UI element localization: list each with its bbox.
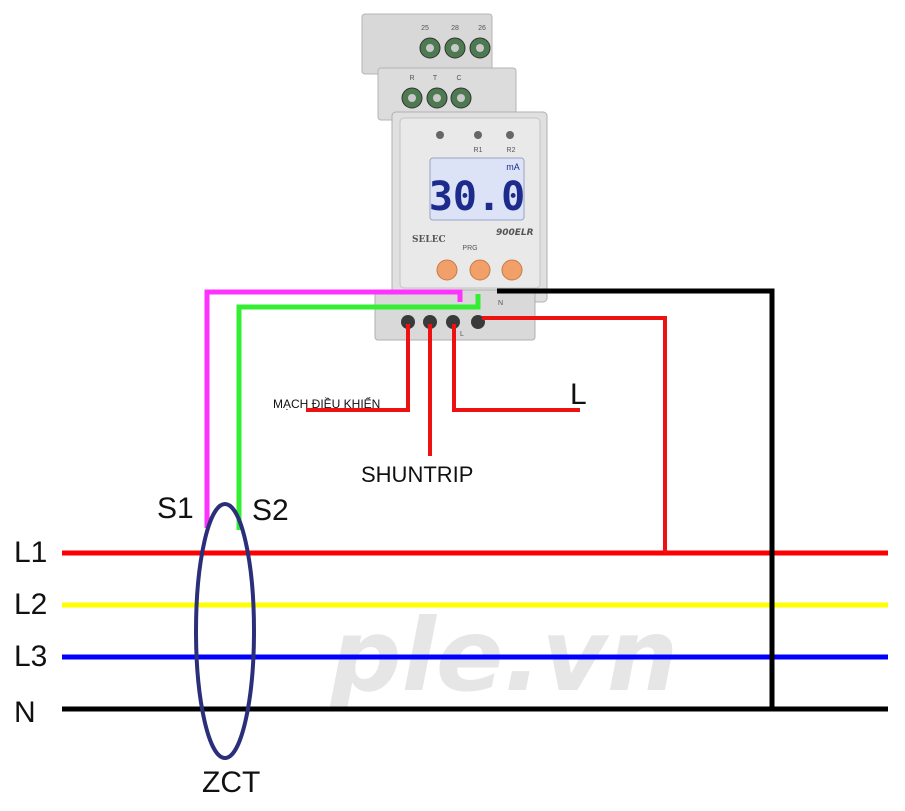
label-n: N xyxy=(14,696,36,729)
label-l3: L3 xyxy=(14,640,47,673)
wire-s2 xyxy=(236,294,481,530)
top-screw-terminals xyxy=(419,37,491,59)
wire-s1 xyxy=(204,289,463,528)
bottom-label-n: N xyxy=(498,300,503,307)
earth-leakage-relay: 25 28 26 R T C R1 R2 mA 30.0 SELEC xyxy=(361,13,548,341)
up-button[interactable] xyxy=(501,259,523,281)
wire-l-output xyxy=(452,324,580,412)
led-indicator-r2 xyxy=(506,131,514,139)
display-unit: mA xyxy=(506,162,520,172)
label-s1: S1 xyxy=(157,492,194,525)
led-indicator-r1 xyxy=(474,131,482,139)
prg-label: PRG xyxy=(462,245,477,252)
mid-terminal-label-2: T xyxy=(433,75,438,82)
mid-terminal-label-1: R xyxy=(409,75,414,82)
bottom-screw-terminals xyxy=(401,315,485,329)
led-label-r1: R1 xyxy=(474,147,483,154)
lcd-display xyxy=(429,157,525,221)
top-terminal-label-3: 26 xyxy=(478,25,486,32)
top-terminal-label-1: 25 xyxy=(421,25,429,32)
label-supply-l: L xyxy=(570,378,587,411)
top-terminal-label-2: 28 xyxy=(451,25,459,32)
wire-neutral-supply xyxy=(497,288,775,709)
mid-terminal-label-3: C xyxy=(456,75,461,82)
model-label: 900ELR xyxy=(496,228,534,238)
label-l2: L2 xyxy=(14,588,47,621)
mid-screw-terminals xyxy=(401,87,472,109)
mode-button[interactable] xyxy=(436,259,458,281)
label-control-circuit: MẠCH ĐIỀU KHIỂN xyxy=(273,396,380,411)
led-indicator-power xyxy=(436,131,444,139)
brand-label: SELEC xyxy=(412,235,446,245)
wire-control-circuit xyxy=(306,324,410,412)
led-label-r2: R2 xyxy=(507,147,516,154)
label-s2: S2 xyxy=(252,494,289,527)
label-shuntrip: SHUNTRIP xyxy=(361,462,473,487)
zct-current-transformer xyxy=(194,502,256,760)
label-l1: L1 xyxy=(14,536,47,569)
display-value: 30.0 xyxy=(429,174,525,220)
down-button[interactable] xyxy=(469,259,491,281)
bottom-label-l: L xyxy=(460,331,464,338)
wire-l1-supply xyxy=(482,316,667,553)
label-zct: ZCT xyxy=(202,766,260,799)
